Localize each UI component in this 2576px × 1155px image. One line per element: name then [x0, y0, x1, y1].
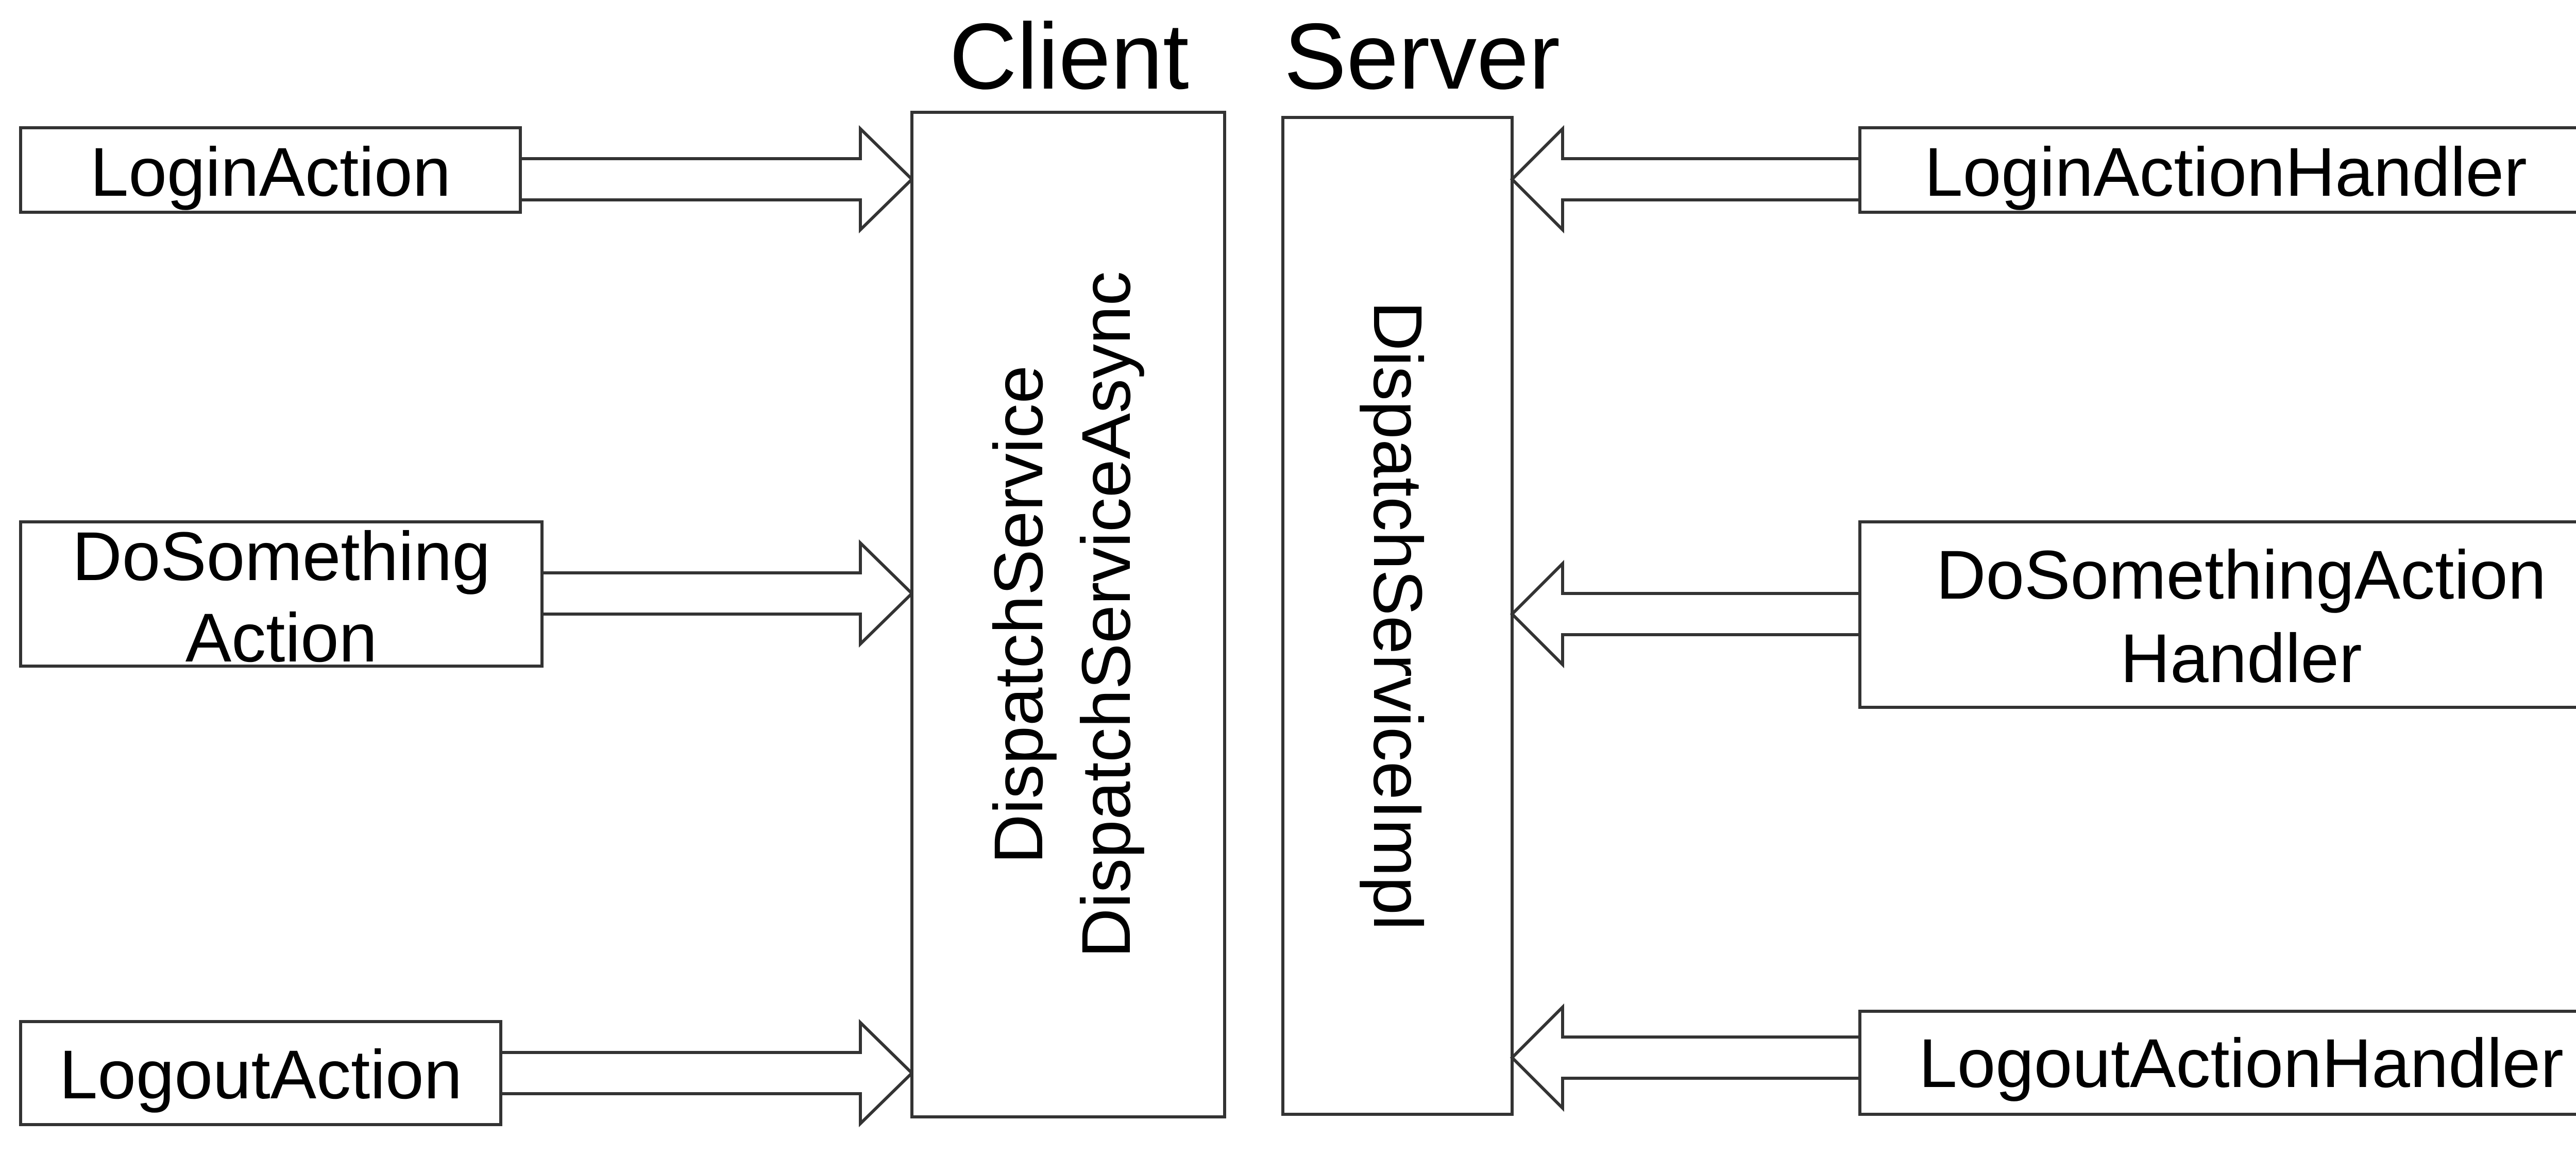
- do-something-action-box: [19, 520, 544, 668]
- client-header: Client: [949, 4, 1189, 109]
- login-action-arrow: [519, 125, 914, 234]
- client-dispatch-service-node: DispatchService DispatchServiceAsync: [910, 111, 1226, 1118]
- do-something-action-handler-arrow: [1510, 559, 1861, 669]
- do-something-action-node: DoSomething Action: [19, 518, 544, 676]
- logout-action-label: LogoutAction: [59, 1037, 462, 1113]
- logout-action-handler-box: [1858, 1010, 2576, 1116]
- logout-action-handler-label: LogoutActionHandler: [1919, 1025, 2564, 1102]
- logout-action-node: LogoutAction: [19, 1020, 502, 1126]
- login-action-handler-label: LoginActionHandler: [1924, 134, 2527, 211]
- dispatch-service-impl-label: DispatchServiceImpl: [1359, 301, 1436, 930]
- login-action-label: LoginAction: [90, 134, 451, 211]
- do-something-action-handler-box: [1858, 520, 2576, 709]
- do-something-action-arrow: [540, 539, 914, 648]
- do-something-action-label-line1: DoSomething: [72, 518, 490, 595]
- do-something-action-label-line2: Action: [185, 600, 377, 676]
- logout-action-handler-arrow: [1510, 1003, 1861, 1112]
- login-action-handler-arrow: [1510, 125, 1861, 234]
- client-dispatch-service-box: [910, 111, 1226, 1118]
- login-action-handler-box: [1858, 126, 2576, 214]
- server-dispatch-service-impl-node: DispatchServiceImpl: [1281, 116, 1514, 1116]
- logout-action-arrow: [499, 1018, 914, 1128]
- login-action-box: [19, 126, 522, 214]
- do-something-action-handler-node: DoSomethingAction Handler: [1858, 520, 2576, 709]
- server-header: Server: [1284, 4, 1560, 109]
- login-action-handler-node: LoginActionHandler: [1858, 126, 2576, 214]
- server-dispatch-service-impl-box: [1281, 116, 1514, 1116]
- do-something-action-handler-label-line1: DoSomethingAction: [1936, 537, 2546, 614]
- login-action-node: LoginAction: [19, 126, 522, 214]
- do-something-action-handler-label-line2: Handler: [2120, 620, 2362, 697]
- logout-action-box: [19, 1020, 502, 1126]
- logout-action-handler-node: LogoutActionHandler: [1858, 1010, 2576, 1116]
- dispatch-service-async-label: DispatchServiceAsync: [1068, 271, 1145, 958]
- dispatch-service-label: DispatchService: [980, 365, 1057, 864]
